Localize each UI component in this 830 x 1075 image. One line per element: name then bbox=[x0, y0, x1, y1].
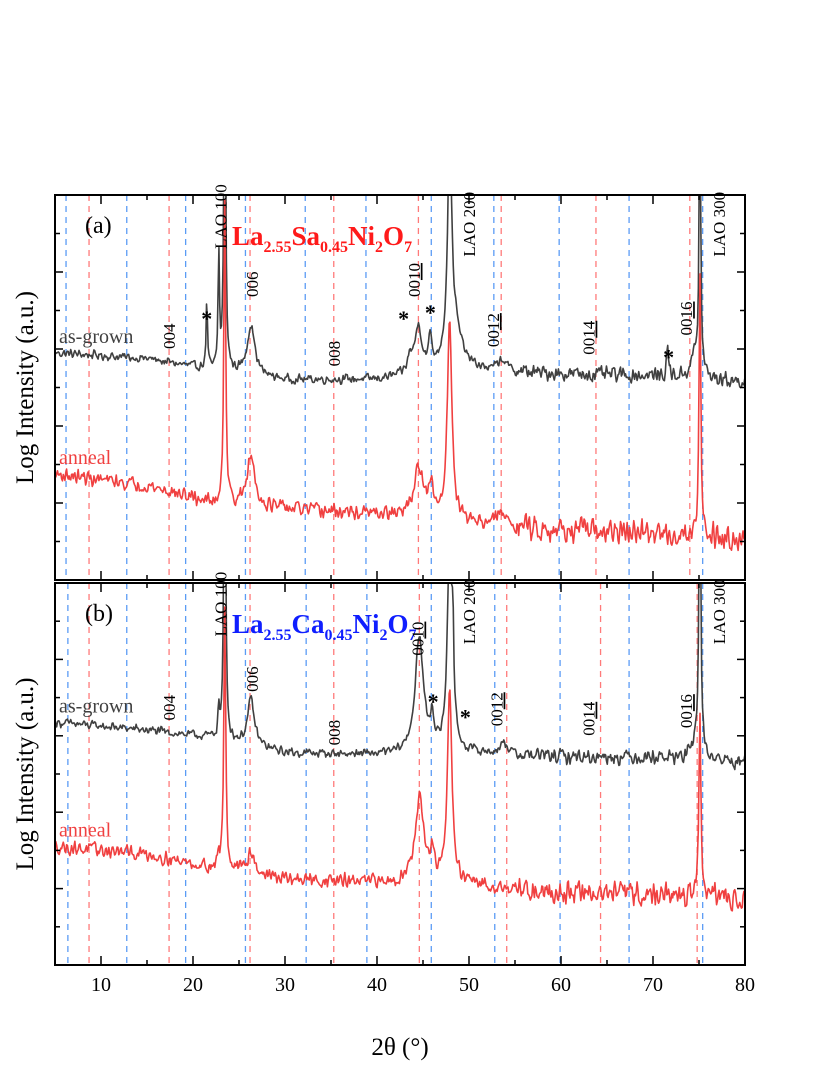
plot-area bbox=[55, 583, 745, 965]
formula-element: Ni bbox=[353, 609, 380, 639]
series-label-as-grown: as-grown bbox=[59, 326, 133, 348]
peak-label: 0010 bbox=[408, 622, 427, 656]
peak-label-index: 00 bbox=[677, 711, 696, 728]
peak-label: LAO 300 bbox=[710, 579, 729, 644]
panel-b: 10 20 30 40 50 60 70 80 Log Intensity (a.u.) (b) L… bbox=[12, 572, 755, 996]
formula-element: Ca bbox=[292, 609, 325, 639]
peak-label: LAO 100 bbox=[212, 184, 231, 249]
peak-label: 008 bbox=[325, 720, 344, 746]
formula-element: Ni bbox=[348, 221, 375, 251]
x-tick-label: 60 bbox=[551, 974, 571, 996]
impurity-star: * bbox=[460, 704, 471, 729]
peak-label-index: 00 bbox=[580, 719, 599, 736]
x-tick-label: 10 bbox=[91, 974, 111, 996]
formula-subscript: 2.55 bbox=[264, 239, 292, 256]
formula-subscript: 2 bbox=[375, 239, 383, 256]
panel-letter: (a) bbox=[85, 213, 112, 239]
peak-label: 0010 bbox=[405, 263, 424, 297]
series-anneal-line bbox=[55, 199, 745, 552]
formula-element: Sa bbox=[292, 221, 321, 251]
y-axis-title: Log Intensity (a.u.) bbox=[12, 291, 39, 484]
peak-label-index-underlined: 12 bbox=[488, 692, 507, 709]
peak-label-index: 00 bbox=[488, 709, 507, 726]
impurity-star: * bbox=[398, 306, 409, 331]
plot-frame bbox=[54, 582, 746, 966]
formula-subscript: 7 bbox=[404, 239, 412, 256]
peak-label: 0016 bbox=[677, 694, 696, 728]
formula-subscript: 0.45 bbox=[320, 239, 348, 256]
peak-label-index-underlined: 10 bbox=[408, 622, 427, 639]
x-tick-label: 50 bbox=[459, 974, 479, 996]
peak-label: 0012 bbox=[488, 692, 507, 726]
x-tick-label: 30 bbox=[275, 974, 295, 996]
sample-formula: La2.55Ca0.45Ni2O7 bbox=[232, 609, 417, 644]
peak-label-index: 00 bbox=[405, 280, 424, 297]
panel-a: Log Intensity (a.u.) (a) La2.55Sa0.45Ni2O7… bbox=[12, 184, 746, 581]
x-tick-label: 20 bbox=[183, 974, 203, 996]
peak-label-index: 00 bbox=[484, 330, 503, 347]
panel-letter: (b) bbox=[85, 601, 113, 627]
impurity-star: * bbox=[663, 344, 674, 369]
x-tick-label: 80 bbox=[735, 974, 755, 996]
formula-subscript: 2 bbox=[380, 627, 388, 644]
peak-label-index-underlined: 12 bbox=[484, 313, 503, 330]
peak-label: LAO 300 bbox=[710, 192, 729, 257]
peak-label: 004 bbox=[160, 323, 179, 349]
peak-label-index: 00 bbox=[580, 338, 599, 355]
formula-element: La bbox=[232, 609, 264, 639]
peak-label-index-underlined: 14 bbox=[580, 701, 599, 719]
formula-element: O bbox=[388, 609, 409, 639]
peak-label: 006 bbox=[243, 666, 262, 692]
impurity-star: * bbox=[428, 689, 439, 714]
peak-label-index-underlined: 10 bbox=[405, 263, 424, 280]
plot-area bbox=[55, 195, 745, 580]
x-axis-title: 2θ (°) bbox=[371, 1034, 428, 1061]
peak-label: 006 bbox=[243, 272, 262, 298]
series-as-grown-line bbox=[55, 195, 745, 389]
formula-subscript: 2.55 bbox=[264, 627, 292, 644]
series-label-anneal: anneal bbox=[59, 447, 112, 469]
formula-element: O bbox=[383, 221, 404, 251]
formula-subscript: 0.45 bbox=[325, 627, 353, 644]
peak-label: 0016 bbox=[677, 302, 696, 336]
series-anneal-line bbox=[55, 606, 745, 912]
peak-label: 0012 bbox=[484, 313, 503, 347]
formula-element: La bbox=[232, 221, 264, 251]
peak-label-index-underlined: 16 bbox=[677, 694, 696, 711]
impurity-star: * bbox=[425, 300, 436, 325]
peak-label: LAO 200 bbox=[460, 579, 479, 644]
peak-label: 004 bbox=[160, 695, 179, 721]
impurity-star: * bbox=[201, 306, 212, 331]
peak-label: LAO 200 bbox=[460, 192, 479, 257]
peak-label-index-underlined: 16 bbox=[677, 302, 696, 319]
peak-label: 0014 bbox=[580, 701, 599, 736]
sample-formula: La2.55Sa0.45Ni2O7 bbox=[232, 221, 412, 256]
peak-label-index: 00 bbox=[677, 319, 696, 336]
peak-label: 0014 bbox=[580, 320, 599, 355]
peak-label-index-underlined: 14 bbox=[580, 320, 599, 338]
y-axis-title: Log Intensity (a.u.) bbox=[12, 677, 39, 870]
series-label-anneal: anneal bbox=[59, 820, 112, 842]
series-as-grown-line bbox=[55, 583, 745, 771]
series-label-as-grown: as-grown bbox=[59, 695, 133, 717]
peak-label: 008 bbox=[325, 341, 344, 367]
peak-label: LAO 100 bbox=[212, 572, 231, 637]
x-tick-label: 40 bbox=[367, 974, 387, 996]
x-tick-label: 70 bbox=[643, 974, 663, 996]
formula-subscript: 7 bbox=[409, 627, 417, 644]
peak-label-index: 00 bbox=[408, 639, 427, 656]
